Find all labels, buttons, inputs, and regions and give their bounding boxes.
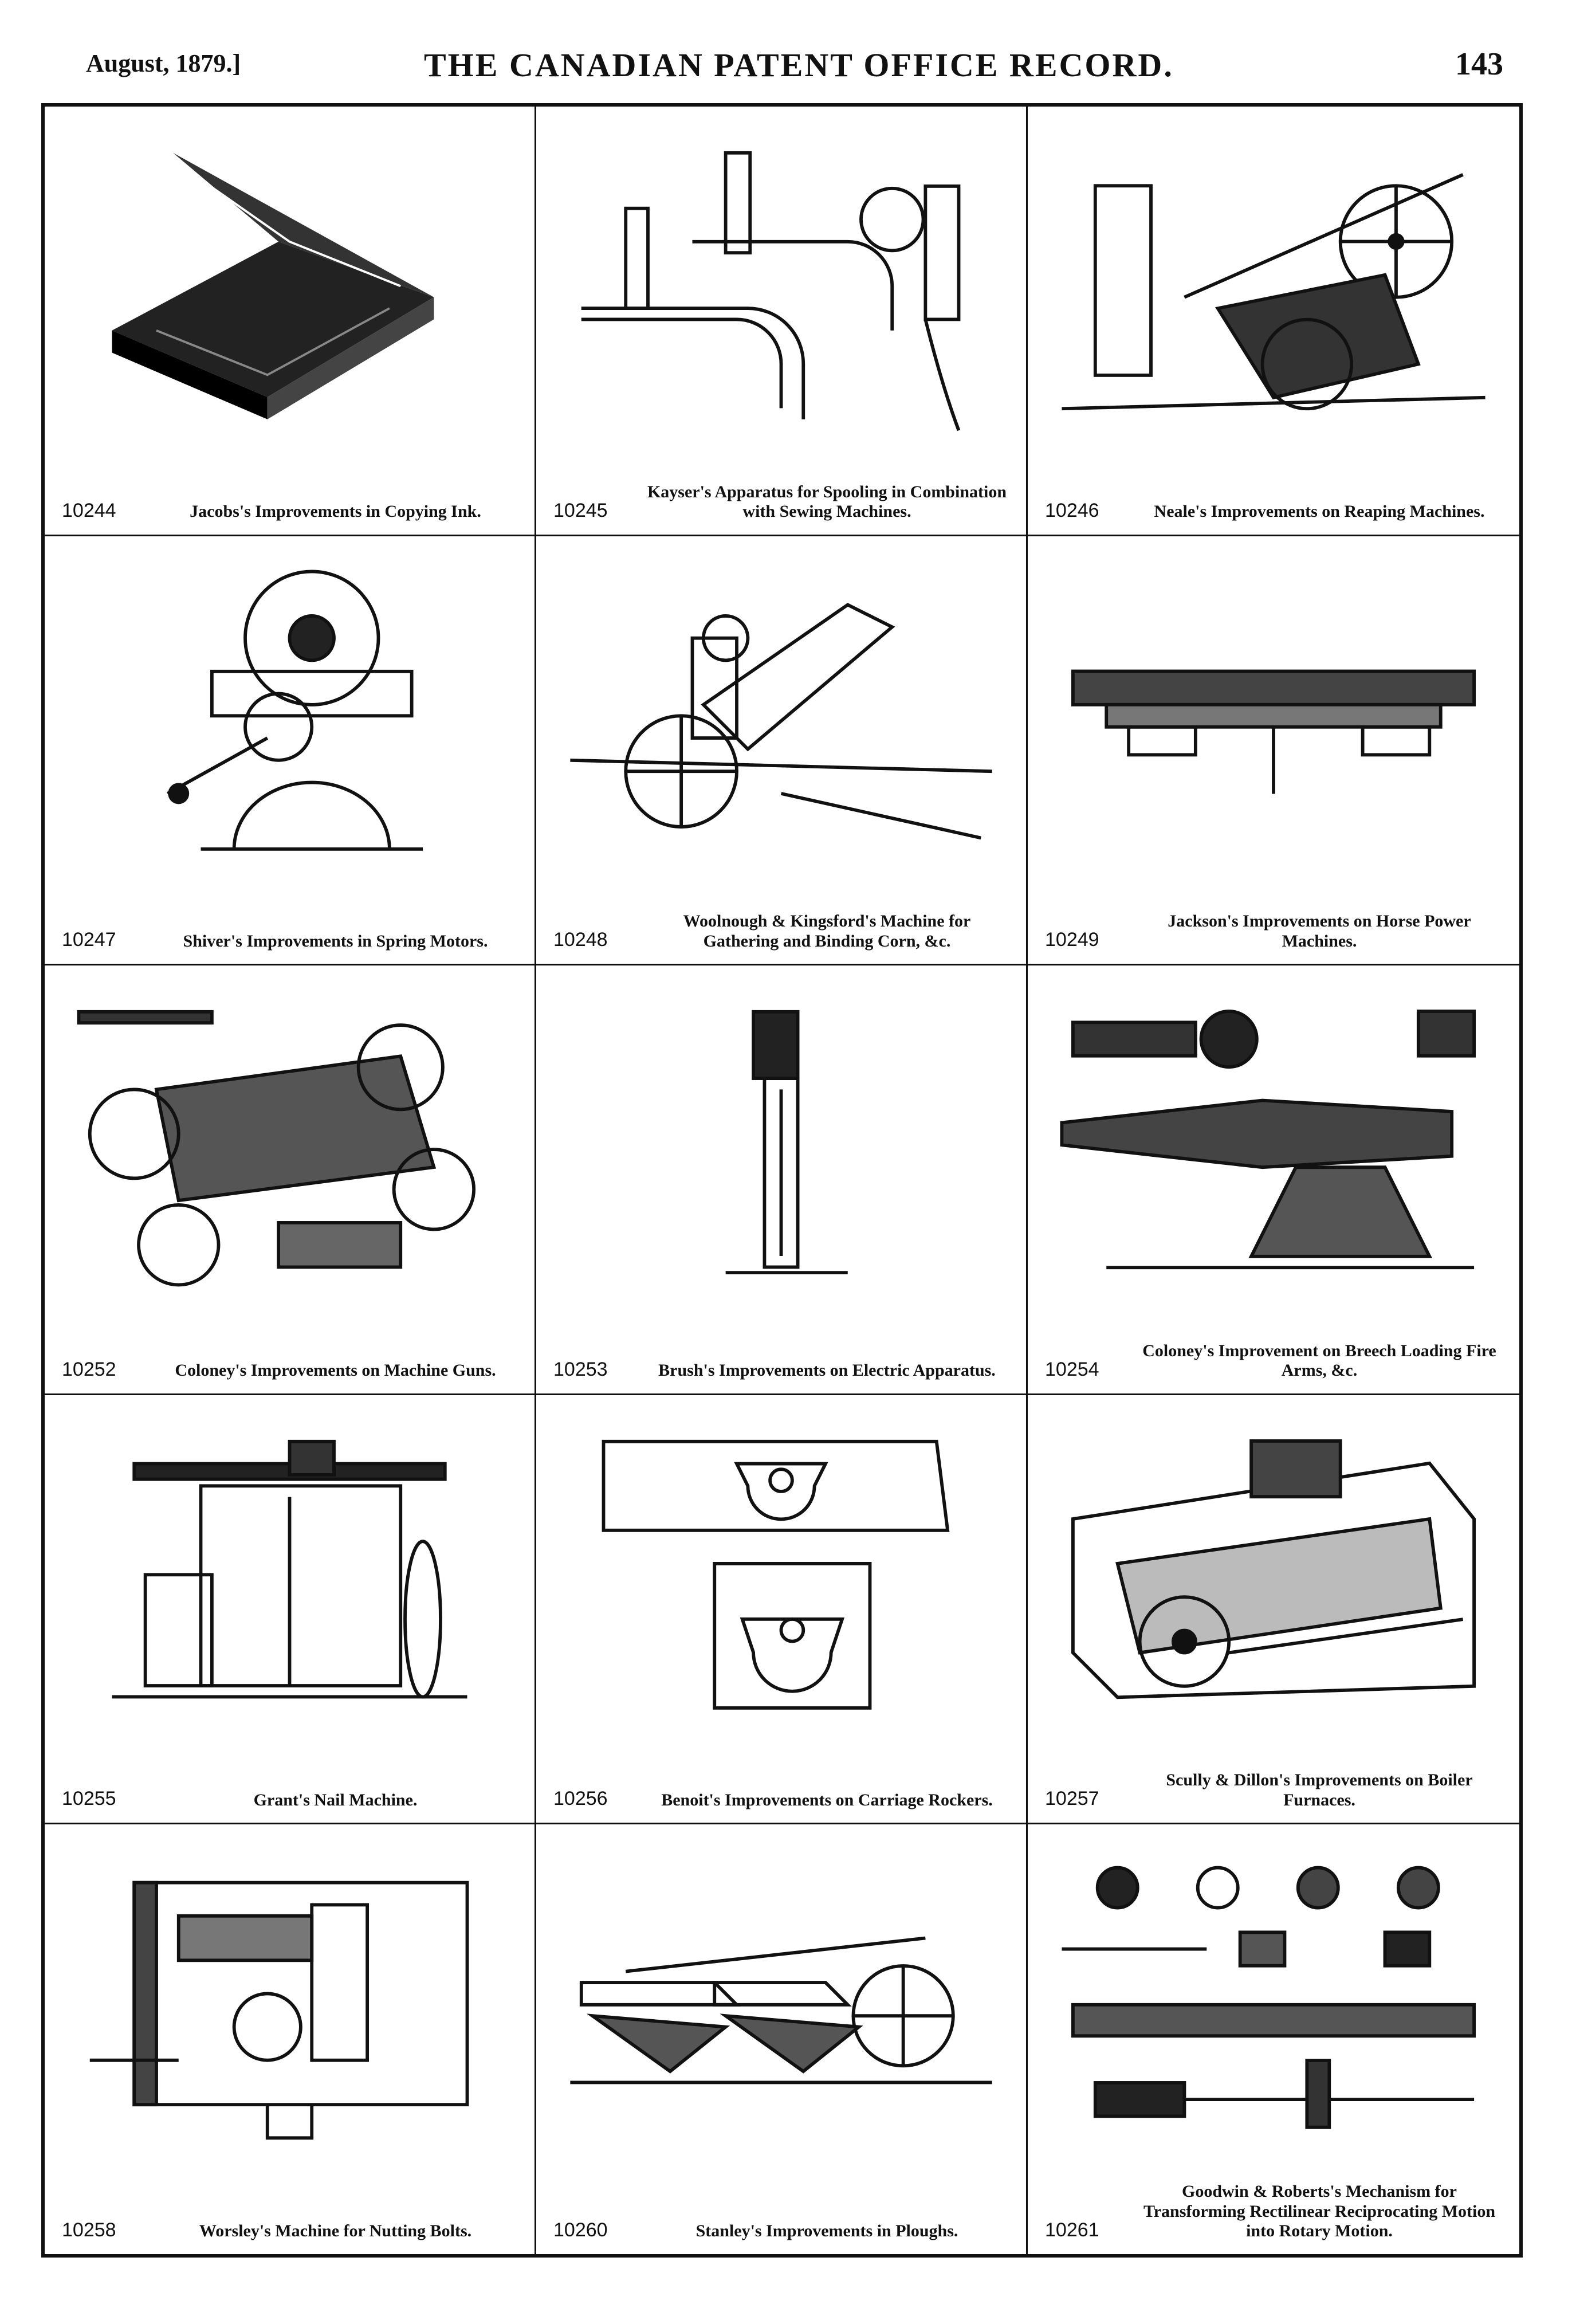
patent-cell: 10244 Jacobs's Improvements in Copying In… [45, 107, 536, 536]
copying-ink-box-illustration [68, 124, 512, 449]
patent-number: 10258 [62, 2219, 116, 2241]
patent-number: 10255 [62, 1788, 116, 1810]
patent-number: 10248 [553, 929, 608, 951]
patent-number: 10254 [1045, 1358, 1099, 1380]
patent-number: 10257 [1045, 1788, 1099, 1810]
patent-number: 10253 [553, 1358, 608, 1380]
patent-caption: Coloney's Improvement on Breech Loading … [1142, 1341, 1496, 1380]
patent-number: 10247 [62, 929, 116, 951]
patent-caption: Shiver's Improvements in Spring Motors. [183, 931, 488, 951]
patent-cell: 10261 Goodwin & Roberts's Mechanism for T… [1028, 1824, 1519, 2254]
nutting-bolts-machine-illustration [68, 1842, 512, 2168]
patent-caption: Scully & Dillon's Improvements on Boiler… [1166, 1771, 1473, 1809]
patent-grid: 10244 Jacobs's Improvements in Copying In… [45, 107, 1519, 2254]
reaping-machine-illustration [1051, 124, 1496, 449]
patent-caption: Brush's Improvements on Electric Apparat… [658, 1361, 996, 1380]
patent-number: 10260 [553, 2219, 608, 2241]
page-number: 143 [1455, 46, 1503, 82]
patent-number: 10261 [1045, 2219, 1099, 2241]
patent-caption: Jackson's Improvements on Horse Power Ma… [1168, 912, 1471, 951]
publication-title: THE CANADIAN PATENT OFFICE RECORD. [424, 46, 1174, 84]
patent-cell: 10245 Kayser's Apparatus for Spooling in … [536, 107, 1028, 536]
horse-power-gear-illustration [1051, 553, 1496, 878]
patent-cell: 10257 Scully & Dillon's Improvements on B… [1028, 1395, 1519, 1825]
patent-cell: 10253 Brush's Improvements on Electric Ap… [536, 965, 1028, 1395]
patent-caption: Kayser's Apparatus for Spooling in Combi… [647, 482, 1007, 521]
patent-cell: 10249 Jackson's Improvements on Horse Pow… [1028, 536, 1519, 966]
issue-date: August, 1879.] [86, 49, 241, 77]
patent-cell: 10248 Woolnough & Kingsford's Machine for… [536, 536, 1028, 966]
nail-machine-illustration [68, 1412, 512, 1737]
machine-gun-illustration [68, 983, 512, 1308]
patent-caption: Goodwin & Roberts's Mechanism for Transf… [1143, 2182, 1496, 2241]
patent-caption: Neale's Improvements on Reaping Machines… [1154, 502, 1485, 521]
patent-caption: Grant's Nail Machine. [253, 1790, 418, 1809]
breech-loading-gun-illustration [1051, 983, 1496, 1308]
corn-binder-illustration [559, 553, 1003, 878]
patent-cell: 10247 Shiver's Improvements in Spring Mot… [45, 536, 536, 966]
patent-plate-frame: 10244 Jacobs's Improvements in Copying In… [41, 103, 1523, 2258]
patent-number: 10252 [62, 1358, 116, 1380]
patent-cell: 10254 Coloney's Improvement on Breech Loa… [1028, 965, 1519, 1395]
page-header: August, 1879.] THE CANADIAN PATENT OFFIC… [0, 0, 1572, 100]
spring-motor-illustration [68, 553, 512, 878]
patent-number: 10249 [1045, 929, 1099, 951]
patent-number: 10244 [62, 499, 116, 521]
patent-caption: Woolnough & Kingsford's Machine for Gath… [683, 912, 971, 951]
patent-caption: Benoit's Improvements on Carriage Rocker… [661, 1790, 993, 1809]
patent-cell: 10252 Coloney's Improvements on Machine G… [45, 965, 536, 1395]
patent-cell: 10246 Neale's Improvements on Reaping Mac… [1028, 107, 1519, 536]
patent-caption: Worsley's Machine for Nutting Bolts. [199, 2221, 472, 2241]
patent-cell: 10255 Grant's Nail Machine. [45, 1395, 536, 1825]
boiler-furnace-illustration [1051, 1412, 1496, 1737]
carriage-rockers-illustration [559, 1412, 1003, 1737]
patent-number: 10256 [553, 1788, 608, 1810]
patent-caption: Coloney's Improvements on Machine Guns. [175, 1361, 496, 1380]
motion-mechanism-illustration [1051, 1842, 1496, 2168]
electric-apparatus-illustration [559, 983, 1003, 1308]
patent-caption: Stanley's Improvements in Ploughs. [695, 2221, 958, 2241]
patent-caption: Jacobs's Improvements in Copying Ink. [190, 502, 481, 521]
plough-illustration [559, 1842, 1003, 2168]
patent-cell: 10256 Benoit's Improvements on Carriage R… [536, 1395, 1028, 1825]
patent-number: 10245 [553, 499, 608, 521]
patent-cell: 10260 Stanley's Improvements in Ploughs. [536, 1824, 1028, 2254]
patent-number: 10246 [1045, 499, 1099, 521]
patent-cell: 10258 Worsley's Machine for Nutting Bolts… [45, 1824, 536, 2254]
spooling-apparatus-illustration [559, 124, 1003, 449]
